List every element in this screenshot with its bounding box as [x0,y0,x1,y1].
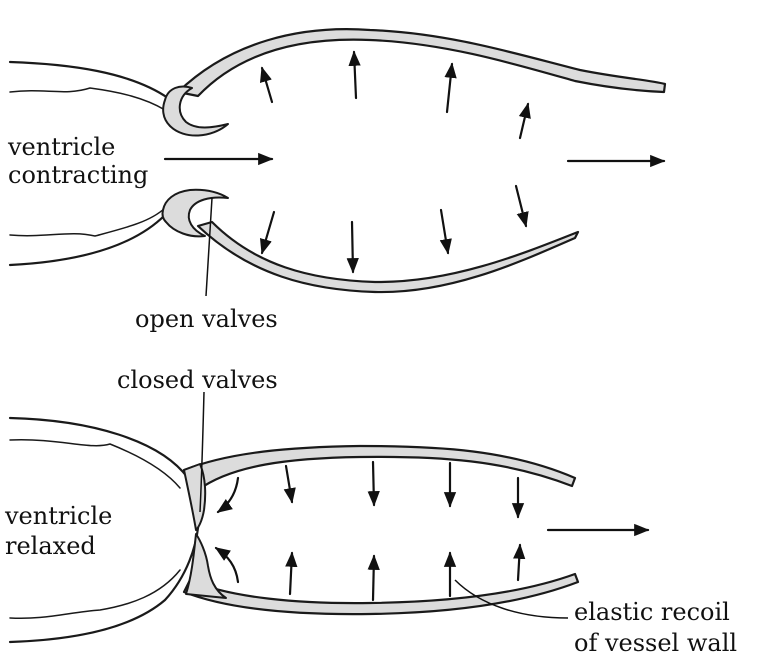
pressure-arrow [439,208,452,255]
ventricle-wall-bottom-outer [8,213,167,267]
recoil-arrow [367,460,380,507]
pressure-arrow [259,210,276,255]
backflow-arrow-upper [216,476,240,514]
recoil-arrow [367,554,380,602]
backflow-arrow-lower [214,546,240,584]
vessel-wall-lower [182,572,580,616]
label-elastic-recoil-1: elastic recoil [574,598,730,626]
ventricle-wall-bottom-inner [9,207,166,237]
panel-contracting: ventricle contracting open valves [7,28,667,333]
recoil-arrow [285,551,298,596]
open-valve-upper [162,85,229,137]
pressure-arrow [514,184,529,228]
elastic-recoil-leader [454,579,569,619]
closed-valve-lower [185,533,227,599]
label-ventricle-relaxed-1: ventricle [4,502,112,530]
label-open-valves: open valves [135,305,278,333]
pressure-arrow [348,50,361,100]
label-closed-valves: closed valves [117,366,278,394]
closed-valves-leader [199,391,205,513]
vessel-wall-upper [182,444,577,492]
label-ventricle-contracting-2: contracting [8,161,148,189]
ventricle-wall-top-inner [9,87,166,111]
open-valve-lower [161,188,229,238]
ventricle-wall-inner [9,439,181,620]
ventricle-wall-top-outer [8,60,170,100]
open-valves-leader [205,197,213,297]
recoil-arrow [283,464,296,504]
vessel-wall-upper [176,28,667,98]
label-elastic-recoil-2: of vessel wall [574,629,737,657]
label-ventricle-relaxed-2: relaxed [5,532,96,560]
pressure-arrow [260,66,274,104]
panel-relaxed: closed valves ventricle relaxed elastic … [4,366,737,657]
ventricle-wall-outer [8,416,200,644]
closed-valve-upper [183,463,207,531]
label-ventricle-contracting-1: ventricle [7,133,115,161]
pressure-arrow [518,102,531,140]
pressure-arrow [346,220,359,274]
vessel-wall-lower [196,220,580,294]
recoil-arrow [513,543,526,582]
pressure-arrow [444,62,457,114]
